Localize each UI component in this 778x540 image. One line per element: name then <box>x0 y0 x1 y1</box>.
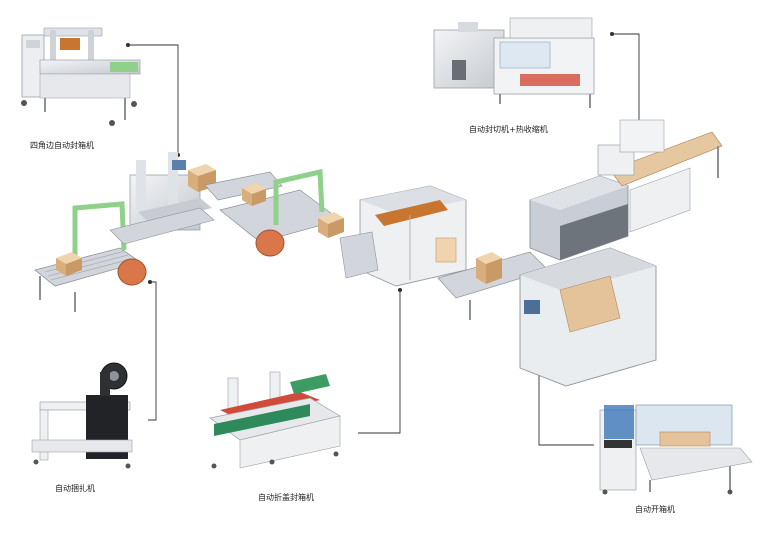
carton-1 <box>56 252 82 276</box>
strapping-machine <box>31 362 133 469</box>
label-erector: 自动开箱机 <box>635 505 675 514</box>
carton-4 <box>318 212 344 238</box>
tape-reel-1 <box>117 258 147 286</box>
leader-cutter-shrink <box>612 33 640 150</box>
central-sealer <box>109 152 215 245</box>
case-packer <box>339 185 467 287</box>
cutter-shrink-machine <box>433 17 595 108</box>
label-flap-sealer: 自动折盖封箱机 <box>258 493 314 502</box>
label-cutter-shrink: 自动封切机+热收缩机 <box>469 125 548 134</box>
leader-strapping <box>148 281 157 421</box>
tape-reel-2 <box>255 229 285 257</box>
four-corner-sealer-machine <box>21 27 141 126</box>
label-strapping: 自动捆扎机 <box>55 484 95 493</box>
leader-four-corner <box>128 44 179 155</box>
inline-erector <box>519 247 657 387</box>
carton-3 <box>242 183 266 206</box>
roller-conveyor-4 <box>597 119 723 233</box>
shrink-tunnel <box>529 175 629 261</box>
flap-sealer-machine <box>209 371 341 469</box>
green-frame-2 <box>273 168 325 225</box>
label-four-corner-sealer: 四角边自动封箱机 <box>30 141 94 150</box>
carton-5 <box>476 252 502 284</box>
leader-flap-sealer <box>358 290 401 434</box>
erector-machine <box>599 404 753 495</box>
